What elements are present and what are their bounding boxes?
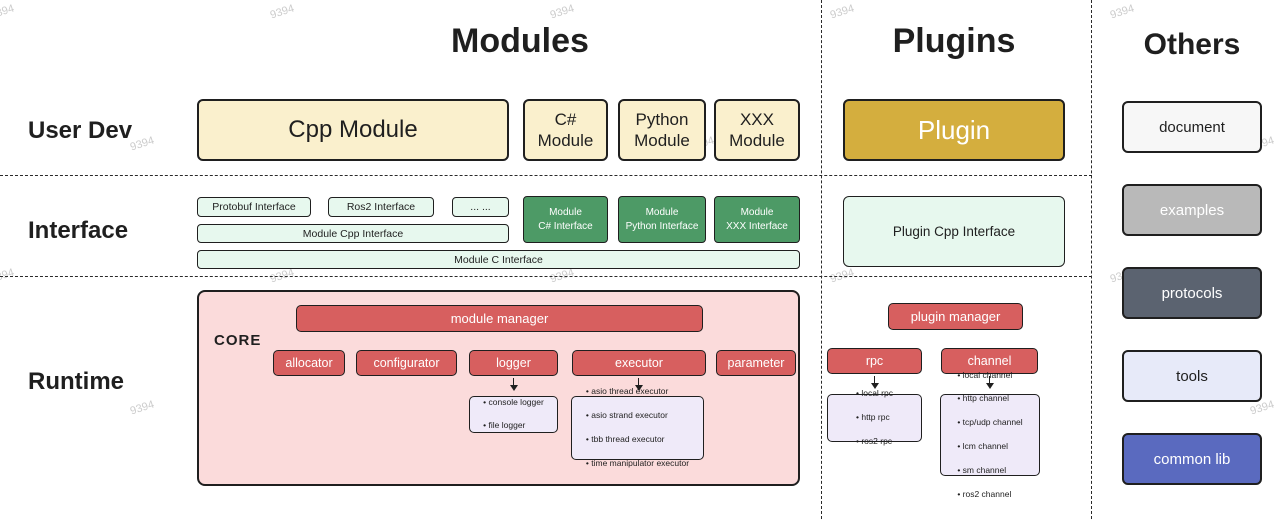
list-item: asio strand executor [586, 410, 689, 422]
arrow-down-icon [509, 378, 518, 391]
list-item: tcp/udp channel [957, 417, 1023, 429]
header-plugins: Plugins [892, 22, 1016, 60]
module-python-interface-box: Module Python Interface [618, 196, 706, 243]
others-examples-box: examples [1122, 184, 1262, 236]
python-module-box: Python Module [618, 99, 706, 161]
module-cpp-interface-box: Module Cpp Interface [197, 224, 509, 243]
core-container: CORE module manager allocator configurat… [197, 290, 800, 486]
list-item: tbb thread executor [586, 434, 689, 446]
list-item: ros2 channel [957, 489, 1022, 501]
ros2-interface-box: Ros2 Interface [328, 197, 434, 217]
channel-sublist: local channel http channel tcp/udp chann… [940, 370, 1040, 499]
arrow-down-icon [870, 376, 879, 389]
watermark-text: 9394 [828, 2, 856, 22]
arrow-down-icon [985, 376, 994, 389]
module-csharp-interface-box: Module C# Interface [523, 196, 608, 243]
csharp-module-box: C# Module [523, 99, 608, 161]
watermark-text: 9394 [1108, 2, 1136, 22]
core-label: CORE [214, 332, 262, 349]
divider-vertical-1 [821, 0, 822, 519]
list-item: time manipulator executor [586, 458, 689, 470]
xxx-module-box: XXX Module [714, 99, 800, 161]
configurator-box: configurator [356, 350, 457, 376]
rpc-sublist: local rpc http rpc ros2 rpc [827, 388, 922, 446]
list-item: sm channel [957, 465, 1022, 477]
others-tools-box: tools [1122, 350, 1262, 402]
watermark-text: 9394 [128, 398, 156, 418]
module-c-interface-box: Module C Interface [197, 250, 800, 269]
list-item: lcm channel [957, 441, 1022, 453]
header-modules: Modules [451, 22, 589, 60]
watermark-text: 9394 [548, 2, 576, 22]
plugin-manager-box: plugin manager [888, 303, 1023, 330]
list-item: local rpc [856, 388, 893, 400]
divider-horizontal-2 [0, 276, 1092, 277]
others-protocols-box: protocols [1122, 267, 1262, 319]
parameter-box: parameter [716, 350, 796, 376]
list-item: http channel [957, 393, 1022, 405]
row-label-interface: Interface [28, 217, 129, 244]
divider-vertical-2 [1091, 0, 1092, 519]
watermark-text: 9394 [268, 2, 296, 22]
protobuf-interface-box: Protobuf Interface [197, 197, 311, 217]
divider-horizontal-1 [0, 175, 1092, 176]
module-xxx-interface-box: Module XXX Interface [714, 196, 800, 243]
executor-box: executor [572, 350, 706, 376]
list-item: console logger [483, 397, 544, 409]
row-label-runtime: Runtime [28, 368, 124, 395]
allocator-box: allocator [273, 350, 345, 376]
list-item: asio thread executor [586, 386, 689, 398]
watermark-text: 9394 [128, 134, 156, 154]
ellipsis-interface-box: ... ... [452, 197, 509, 217]
list-item: http rpc [856, 412, 893, 424]
plugin-box: Plugin [843, 99, 1065, 161]
cpp-module-box: Cpp Module [197, 99, 509, 161]
watermark-text: 9394 [0, 2, 16, 22]
module-manager-box: module manager [296, 305, 703, 332]
logger-sublist: console logger file logger [469, 396, 558, 433]
others-common-lib-box: common lib [1122, 433, 1262, 485]
others-document-box: document [1122, 101, 1262, 153]
logger-box: logger [469, 350, 558, 376]
header-others: Others [1143, 28, 1241, 61]
list-item: ros2 rpc [856, 436, 893, 448]
list-item: local channel [957, 370, 1022, 382]
plugin-cpp-interface-box: Plugin Cpp Interface [843, 196, 1065, 267]
rpc-box: rpc [827, 348, 922, 374]
row-label-user-dev: User Dev [28, 117, 133, 144]
list-item: file logger [483, 420, 544, 432]
executor-sublist: asio thread executor asio strand executo… [571, 386, 704, 468]
